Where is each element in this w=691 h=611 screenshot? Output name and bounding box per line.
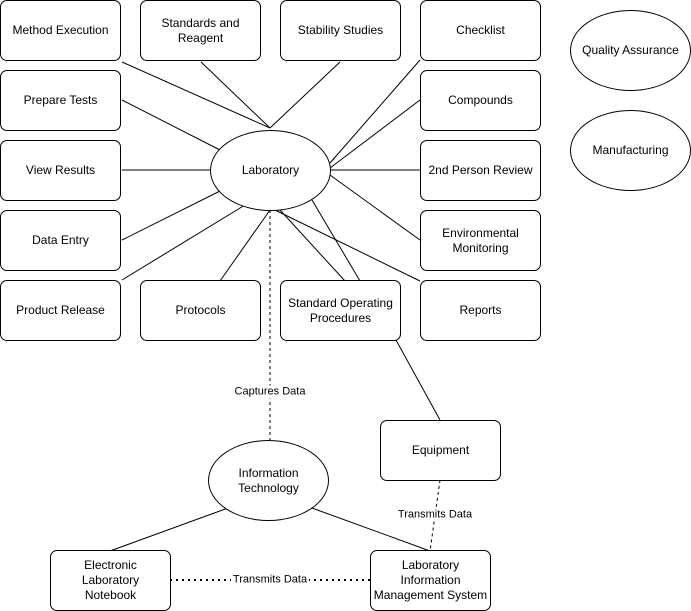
node-protocols: Protocols — [140, 280, 261, 341]
node-product-release: Product Release — [0, 280, 121, 341]
node-label: Reports — [459, 303, 502, 317]
edge-lab-stability-studies — [269, 61, 341, 129]
node-label: Checklist — [456, 23, 505, 37]
node-label: Prepare Tests — [23, 93, 98, 107]
edge-label-transmits-data-eln: Transmits Data — [230, 573, 310, 587]
edge-lab-prepare-tests — [121, 99, 221, 151]
node-manufacturing: Manufacturing — [570, 110, 691, 191]
node-label: Information Technology — [238, 465, 299, 495]
edge-lab-standards-reagent — [200, 61, 271, 129]
node-standards-reagent: Standards and Reagent — [140, 0, 261, 61]
node-label: Laboratory — [241, 163, 300, 177]
node-label: 2nd Person Review — [428, 163, 533, 177]
node-label: Method Execution — [12, 23, 109, 37]
node-prepare-tests: Prepare Tests — [0, 70, 121, 131]
node-method-execution: Method Execution — [0, 0, 121, 61]
node-label: Manufacturing — [592, 143, 669, 157]
node-electronic-laboratory-notebook: Electronic Laboratory Notebook — [50, 550, 171, 611]
node-reports: Reports — [420, 280, 541, 341]
node-checklist: Checklist — [420, 0, 541, 61]
node-label: Product Release — [16, 303, 105, 317]
node-label: View Results — [25, 163, 96, 177]
edge-sop-equipment — [395, 339, 441, 421]
node-lims: Laboratory Information Management System — [370, 550, 491, 611]
node-compounds: Compounds — [420, 70, 541, 131]
node-label: Standard Operating Procedures — [288, 295, 393, 325]
node-label: Standards and Reagent — [161, 15, 240, 45]
edge-lab-method-execution — [121, 61, 271, 129]
node-standard-operating-procedures: Standard Operating Procedures — [280, 280, 401, 341]
node-label: Protocols — [175, 303, 226, 317]
node-information-technology: Information Technology — [208, 440, 329, 521]
edge-label-captures-data: Captures Data — [232, 385, 308, 399]
node-label: Laboratory Information Management System — [373, 558, 488, 602]
node-quality-assurance: Quality Assurance — [570, 10, 691, 91]
node-label: Environmental Monitoring — [442, 225, 519, 255]
node-label: Stability Studies — [297, 23, 384, 37]
node-environmental-monitoring: Environmental Monitoring — [420, 210, 541, 271]
edge-it-eln — [109, 507, 229, 552]
edge-lab-protocols — [219, 209, 271, 282]
node-view-results: View Results — [0, 140, 121, 201]
edge-lab-environmental — [329, 174, 421, 241]
edge-lab-data-entry — [121, 189, 223, 241]
edge-lab-reports — [274, 209, 421, 282]
node-label: Equipment — [411, 443, 470, 457]
node-laboratory: Laboratory — [210, 130, 331, 211]
edge-lab-product-release — [121, 204, 246, 281]
edge-lab-compounds — [329, 99, 421, 169]
node-stability-studies: Stability Studies — [280, 0, 401, 61]
node-label: Compounds — [448, 93, 513, 107]
edge-lab-sop-2 — [311, 199, 361, 282]
edge-it-lims — [311, 507, 431, 552]
node-label: Electronic Laboratory Notebook — [81, 558, 140, 602]
edge-lab-sop-1 — [279, 209, 346, 282]
node-equipment: Equipment — [380, 420, 501, 481]
edge-label-transmits-data-equipment: Transmits Data — [395, 508, 475, 522]
node-second-person-review: 2nd Person Review — [420, 140, 541, 201]
node-label: Data Entry — [32, 233, 89, 247]
node-label: Quality Assurance — [582, 43, 679, 57]
node-data-entry: Data Entry — [0, 210, 121, 271]
edge-lab-checklist — [329, 59, 421, 164]
